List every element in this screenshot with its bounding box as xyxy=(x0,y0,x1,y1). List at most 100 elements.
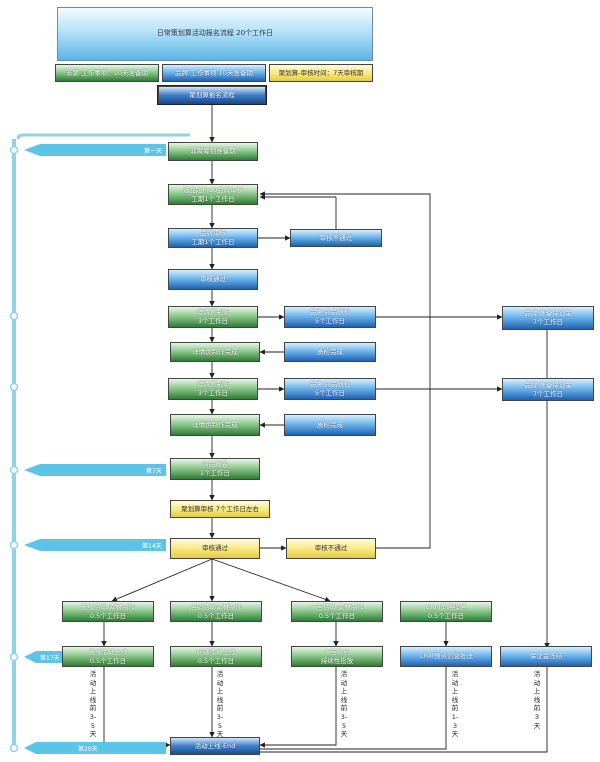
node-deposit-1: 品牌 准备保证金 7个工作日 xyxy=(502,306,594,330)
node-goods-signup: 商品报名 1个工作日 xyxy=(170,458,260,480)
header-tab-nonjoin-label: 非聚-工作事项：10天准备期 xyxy=(65,68,149,77)
loop-fail2-back xyxy=(259,191,431,549)
rail-day17-label: 第17天 xyxy=(40,655,60,662)
node-shop-material-line1: 店铺活动素材制作 xyxy=(190,602,242,611)
node-crm-send: CRM预热信息发送 xyxy=(400,646,492,667)
arrow-to-wireless xyxy=(111,558,213,602)
process-label-text: 聚划算报名流程 xyxy=(189,90,235,99)
node-deposit-1-line1: 品牌 准备保证金 xyxy=(524,309,572,318)
page-title: 日常策划算活动报名流程 20个工作日 xyxy=(57,7,373,61)
node-review-pass-1-text: 审核通过 xyxy=(200,275,226,284)
line-deposit-end xyxy=(260,667,548,753)
node-deposit-payment-text: 保证金冻结 xyxy=(529,652,563,661)
node-qc-1-line1: 品类 商品质检 xyxy=(309,308,351,317)
node-jhs-review-text: 聚划算审核 7个工作日左右 xyxy=(181,504,259,513)
node-wireless-online-line2: 0.5个工作日 xyxy=(89,656,127,665)
node-crm-strategy: CRM策略提供 0.5个工作日 xyxy=(400,601,492,622)
node-deposit-2-line1: 品牌 准备保证金 xyxy=(524,380,572,389)
node-detail-make-1: 详情页制作 3个工作日 xyxy=(168,306,258,328)
note-deposit-timing: 活动上线前3天 xyxy=(533,670,541,730)
node-deposit-2-line2: 7个工作日 xyxy=(532,389,564,398)
header-tab-brand: 品牌-工作事项 10天准备期 xyxy=(162,64,266,82)
node-prep-period-text: 非聚筹划准备期 xyxy=(190,147,236,156)
node-ad-material-line1: 广告活动 素材制作 xyxy=(309,602,365,611)
node-review-pass-2: 审核通过 xyxy=(170,538,260,559)
node-activity-end-text: 活动上线-End xyxy=(194,741,236,750)
header-tab-jhs: 聚划算-审核时间：7天审核期 xyxy=(269,64,373,82)
note-shop-timing: 活动上线前3-5天 xyxy=(216,670,224,739)
node-detail-make-2-line1: 详情页制作 xyxy=(196,380,230,389)
node-review-pass-1: 审核通过 xyxy=(168,269,258,290)
node-goods-signup-line1: 商品报名 xyxy=(202,460,228,469)
line-crm-end xyxy=(260,667,447,750)
node-deposit-2: 品牌 准备保证金 7个工作日 xyxy=(502,378,594,401)
node-crm-strategy-line2: 0.5个工作日 xyxy=(427,611,465,620)
process-label: 聚划算报名流程 xyxy=(157,85,267,105)
node-qc-2-line2: 5个工作日 xyxy=(314,389,346,397)
node-ad-online-line1: 广告系统 xyxy=(324,647,350,656)
node-qc-done-1-text: 质检完成 xyxy=(317,347,343,356)
node-select-goods-line2: 工期1个工作日 xyxy=(191,194,235,203)
node-deposit-payment: 保证金冻结 xyxy=(500,646,592,667)
node-qc-done-1: 质检完成 xyxy=(284,342,376,362)
node-prep-period: 非聚筹划准备期 xyxy=(168,142,258,161)
node-select-goods-line1: 选品定价10品牌审核 xyxy=(182,185,244,194)
node-qc-done-2: 质检完成 xyxy=(284,414,376,436)
node-select-goods: 选品定价10品牌审核 工期1个工作日 xyxy=(168,184,258,205)
node-wireless-material-line2: 0.5个工作日 xyxy=(89,611,127,620)
rail-day1-label: 第一天 xyxy=(144,148,163,155)
arrow-to-ad xyxy=(211,558,331,602)
arrow-ad-end xyxy=(259,667,337,748)
rail-day7-label: 第7天 xyxy=(146,468,162,475)
node-detail-done-1: 详情页制作完成 xyxy=(170,342,260,362)
node-shop-material: 店铺活动素材制作 0.5个工作日 xyxy=(170,601,262,622)
node-ad-online: 广告系统 持续性投放 xyxy=(291,646,383,667)
node-crm-strategy-line1: CRM策略提供 xyxy=(425,602,467,611)
node-brand-review: 品牌审核 工期1个工作日 xyxy=(168,228,258,248)
node-ad-material-line2: 0.5个工作日 xyxy=(318,611,356,620)
node-qc-1-line2: 5个工作日 xyxy=(314,317,346,325)
node-wireless-online-line1: 无线活动上线 xyxy=(88,647,128,656)
node-review-pass-2-text: 审核通过 xyxy=(202,544,228,553)
node-qc-2: 品类 商品质检 5个工作日 xyxy=(284,378,376,400)
node-crm-send-text: CRM预热信息发送 xyxy=(419,652,473,661)
node-ad-online-line2: 持续性投放 xyxy=(320,656,354,665)
rail-day20-label: 第20天 xyxy=(78,746,98,753)
node-wireless-material: 无线活动 素材制作 0.5个工作日 xyxy=(62,601,154,622)
node-brand-review-line2: 工期1个工作日 xyxy=(191,238,235,246)
node-ad-material: 广告活动 素材制作 0.5个工作日 xyxy=(291,601,383,622)
node-goods-signup-line2: 1个工作日 xyxy=(199,469,231,477)
arrow-wireless-end xyxy=(103,667,171,748)
node-activity-end: 活动上线-End xyxy=(170,737,260,755)
node-qc-2-line1: 品类 商品质检 xyxy=(309,380,351,389)
node-review-fail-1: 审核不通过 xyxy=(290,229,382,247)
node-review-fail-2: 审核不通过 xyxy=(286,538,376,559)
note-ad-timing: 活动上线前3-5天 xyxy=(340,670,348,739)
node-detail-done-2-text: 详情页制作完成 xyxy=(192,420,238,429)
node-jhs-review: 聚划算审核 7个工作日左右 xyxy=(170,500,270,518)
note-wireless-timing: 活动上线前3-5天 xyxy=(89,670,97,739)
node-brand-review-line1: 品牌审核 xyxy=(200,229,226,238)
node-detail-done-1-text: 详情页制作完成 xyxy=(192,347,238,356)
header-tab-brand-label: 品牌-工作事项 10天准备期 xyxy=(175,68,253,77)
node-wireless-online: 无线活动上线 0.5个工作日 xyxy=(62,646,154,667)
header-tab-jhs-label: 聚划算-审核时间：7天审核期 xyxy=(278,68,364,77)
node-detail-make-2-line2: 3个工作日 xyxy=(197,389,229,397)
node-detail-make-2: 详情页制作 3个工作日 xyxy=(168,378,258,400)
node-qc-done-2-text: 质检完成 xyxy=(317,420,343,429)
node-shop-online-line1: 店铺活动上线 xyxy=(196,647,236,656)
node-shop-material-line2: 0.5个工作日 xyxy=(197,611,235,620)
note-crm-timing: 活动上线前1-3天 xyxy=(451,670,459,739)
node-review-fail-1-text: 审核不通过 xyxy=(319,233,353,242)
node-review-fail-2-text: 审核不通过 xyxy=(314,544,348,553)
node-shop-online: 店铺活动上线 0.5个工作日 xyxy=(170,646,262,667)
node-shop-online-line2: 0.5个工作日 xyxy=(197,656,235,665)
node-detail-make-1-line1: 详情页制作 xyxy=(196,308,230,317)
node-wireless-material-line1: 无线活动 素材制作 xyxy=(80,602,136,611)
node-qc-1: 品类 商品质检 5个工作日 xyxy=(284,306,376,328)
header-tab-nonjoin: 非聚-工作事项：10天准备期 xyxy=(55,64,159,82)
rail-day14-label: 第14天 xyxy=(142,543,162,550)
node-deposit-1-line2: 7个工作日 xyxy=(532,318,564,326)
page-title-text: 日常策划算活动报名流程 20个工作日 xyxy=(156,29,274,38)
